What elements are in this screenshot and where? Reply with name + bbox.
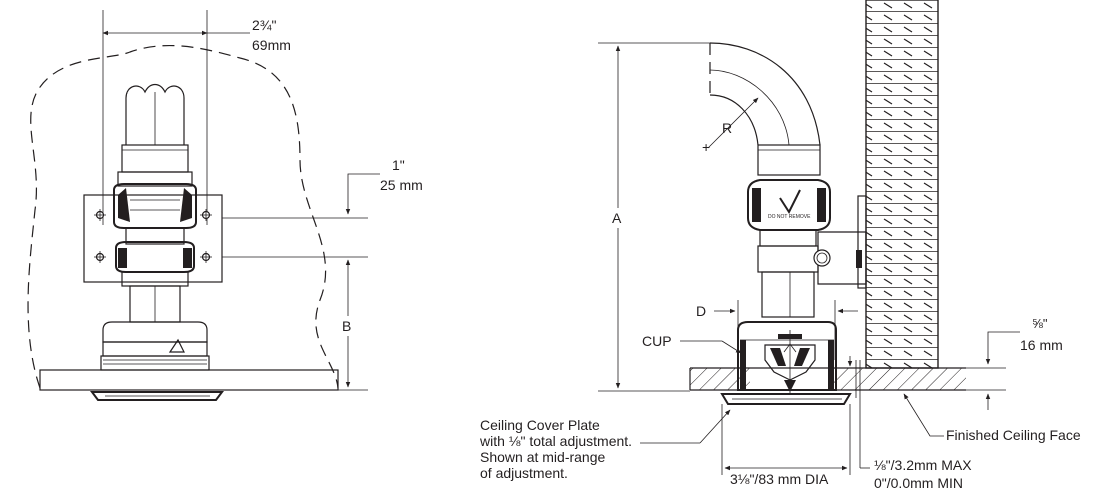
right-view: A R + DO NOT REMOVE — [479, 0, 1081, 491]
finished-ceiling-label: Finished Ceiling Face — [946, 427, 1081, 443]
offset-dim-line1: 1" — [392, 157, 405, 173]
left-pipe — [100, 83, 210, 371]
ceiling-thickness-line2: 16 mm — [1020, 337, 1063, 353]
svg-text:Ceiling Cover Plate: Ceiling Cover Plate — [480, 417, 600, 433]
ceiling-thickness-line1: ⅝" — [1032, 316, 1048, 331]
offset-dim-line2: 25 mm — [380, 177, 423, 193]
ceiling-hatch-right — [834, 368, 966, 390]
d-label: D — [696, 303, 706, 319]
r-dim-line — [707, 97, 759, 149]
left-bracket-screws — [94, 209, 212, 263]
ceiling-cover-plate — [720, 393, 852, 405]
svg-text:Shown at mid-range: Shown at mid-range — [480, 449, 606, 465]
sprinkler-cup — [737, 321, 837, 391]
left-bracket-plate — [83, 194, 223, 283]
gap-min: 0"/0.0mm MIN — [874, 475, 963, 491]
r-label: R — [722, 120, 732, 136]
left-view: 2¾" 69mm — [27, 10, 423, 401]
a-label: A — [612, 210, 622, 226]
left-cover-plate — [90, 391, 224, 401]
right-coupling — [747, 179, 831, 231]
coupling-text: DO NOT REMOVE — [768, 214, 811, 220]
left-ceiling — [39, 369, 339, 391]
cup-label: CUP — [642, 333, 672, 349]
svg-text:with ⅛" total adjustment.: with ⅛" total adjustment. — [479, 433, 632, 449]
cover-plate-note: Ceiling Cover Plate with ⅛" total adjust… — [479, 417, 632, 481]
svg-text:+: + — [702, 139, 710, 155]
width-dim-line1: 2¾" — [252, 17, 276, 33]
ceiling-hatch-left — [690, 368, 750, 390]
break-outline — [27, 44, 339, 389]
sprinkler-head — [764, 344, 816, 381]
brick-wall — [865, 0, 939, 369]
diameter-label: 3⅛"/83 mm DIA — [730, 471, 829, 487]
width-dim-line2: 69mm — [252, 37, 291, 53]
elbow-pipe: R + — [702, 42, 821, 155]
b-label: B — [342, 318, 351, 334]
gap-max: ⅛"/3.2mm MAX — [874, 457, 972, 473]
svg-text:of adjustment.: of adjustment. — [480, 465, 568, 481]
